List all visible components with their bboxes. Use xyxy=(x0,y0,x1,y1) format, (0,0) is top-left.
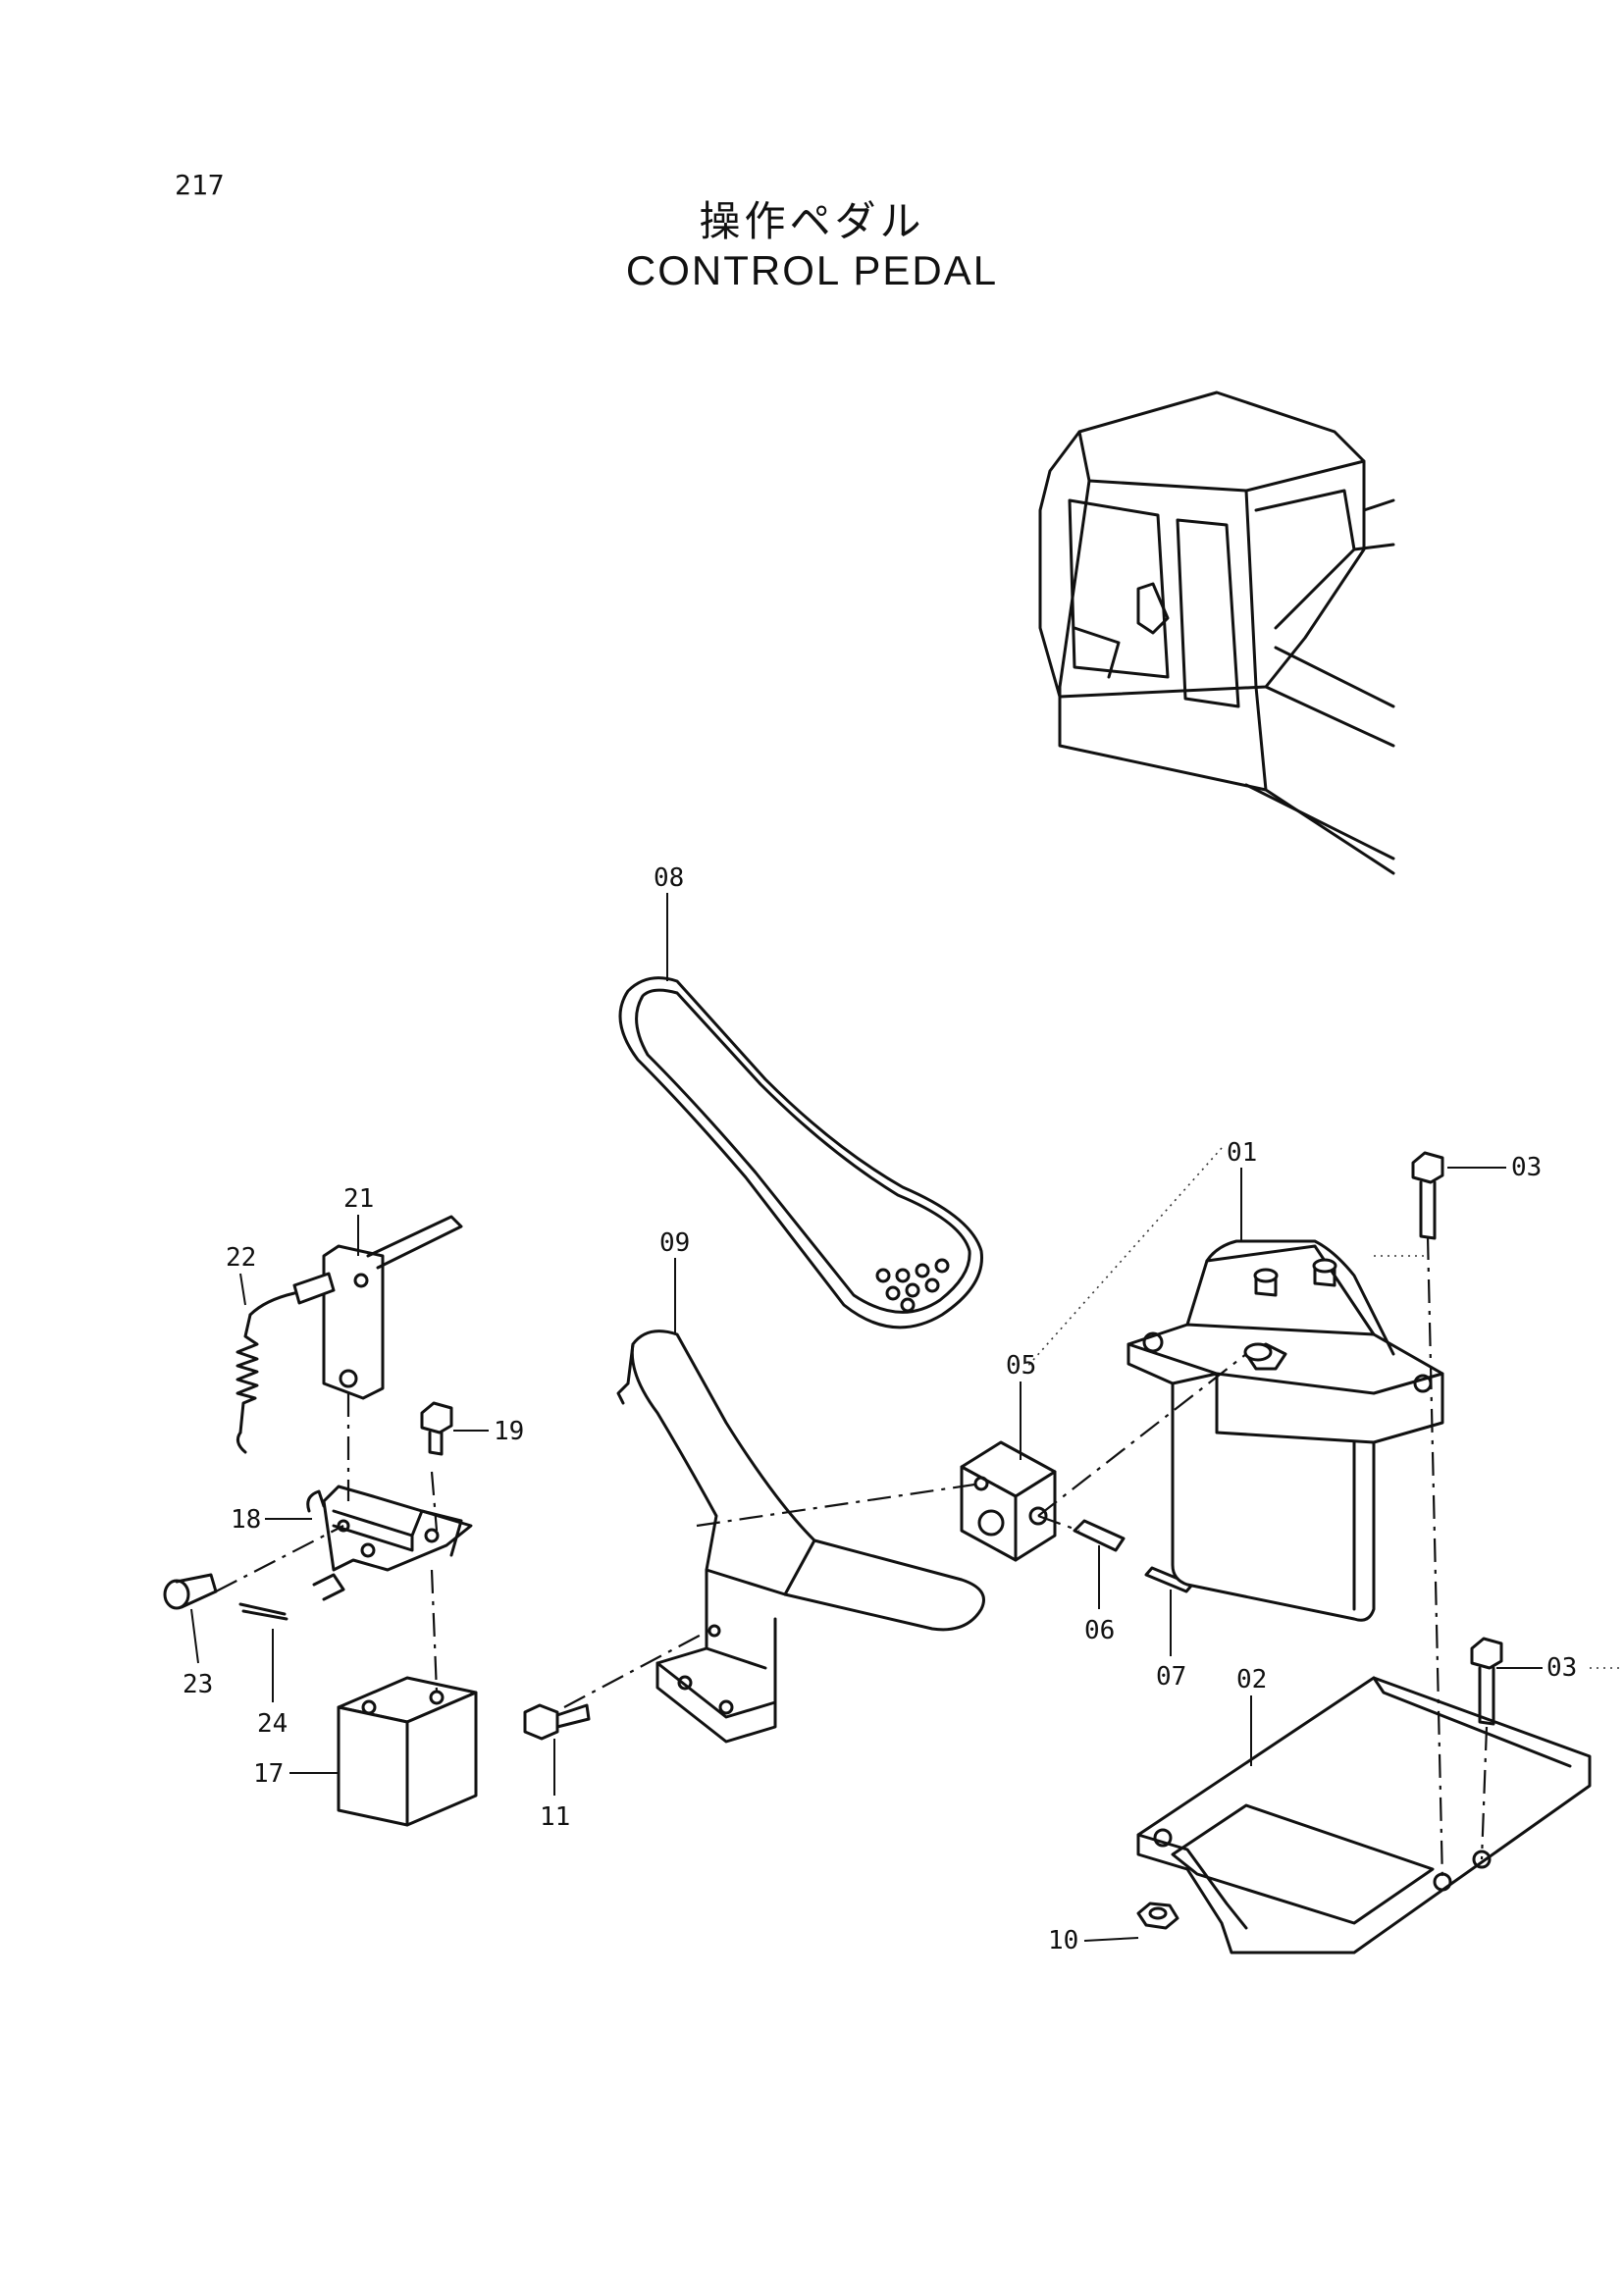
mounting-plate-02 xyxy=(1136,1676,1592,1955)
pad-tread-pattern xyxy=(875,1258,950,1313)
callout-10: 10 xyxy=(1048,1926,1078,1955)
cotter-pin-24 xyxy=(238,1602,288,1621)
callout-leaders xyxy=(190,893,1543,1942)
callout-02: 02 xyxy=(1236,1665,1267,1694)
callout-22: 22 xyxy=(226,1243,256,1273)
callout-07: 07 xyxy=(1156,1662,1186,1692)
bracket-18 xyxy=(306,1485,473,1601)
nut-10 xyxy=(1136,1902,1179,1930)
pedal-09 xyxy=(616,1329,985,1744)
spring-22 xyxy=(236,1272,336,1454)
lever-21 xyxy=(322,1215,463,1400)
callout-08: 08 xyxy=(654,863,684,893)
title-english: CONTROL PEDAL xyxy=(625,247,999,293)
block-05 xyxy=(960,1440,1057,1562)
bolt-03-lower xyxy=(1470,1637,1503,1726)
pin-06 xyxy=(1073,1519,1126,1552)
callout-23: 23 xyxy=(183,1670,213,1699)
bolt-03-upper xyxy=(1411,1151,1444,1240)
callout-21: 21 xyxy=(343,1184,374,1214)
bolt-11 xyxy=(523,1703,591,1741)
callout-01: 01 xyxy=(1227,1138,1257,1168)
callout-18: 18 xyxy=(231,1505,261,1535)
cab-inset-illustration xyxy=(1038,391,1395,875)
callout-11: 11 xyxy=(540,1802,570,1832)
callout-06: 06 xyxy=(1084,1616,1115,1645)
callout-03-upper: 03 xyxy=(1511,1153,1542,1182)
title-japanese: 操作ペダル xyxy=(699,197,925,245)
callout-05: 05 xyxy=(1006,1351,1036,1381)
bolt-19 xyxy=(420,1401,453,1456)
callout-03-lower: 03 xyxy=(1546,1653,1577,1683)
pedal-pad-08 xyxy=(618,976,983,1329)
assembly-center-lines xyxy=(215,1147,1624,1883)
spacer-block-17 xyxy=(337,1676,478,1827)
callout-19: 19 xyxy=(494,1417,524,1446)
callout-labels: 08 09 01 03 03 05 06 07 02 10 11 17 18 1… xyxy=(183,863,1577,1955)
pedal-valve-01 xyxy=(1126,1239,1444,1622)
page-number: 217 xyxy=(175,169,225,201)
callout-24: 24 xyxy=(257,1709,288,1739)
pin-23 xyxy=(163,1573,218,1610)
callout-09: 09 xyxy=(659,1228,690,1258)
callout-17: 17 xyxy=(253,1759,284,1789)
